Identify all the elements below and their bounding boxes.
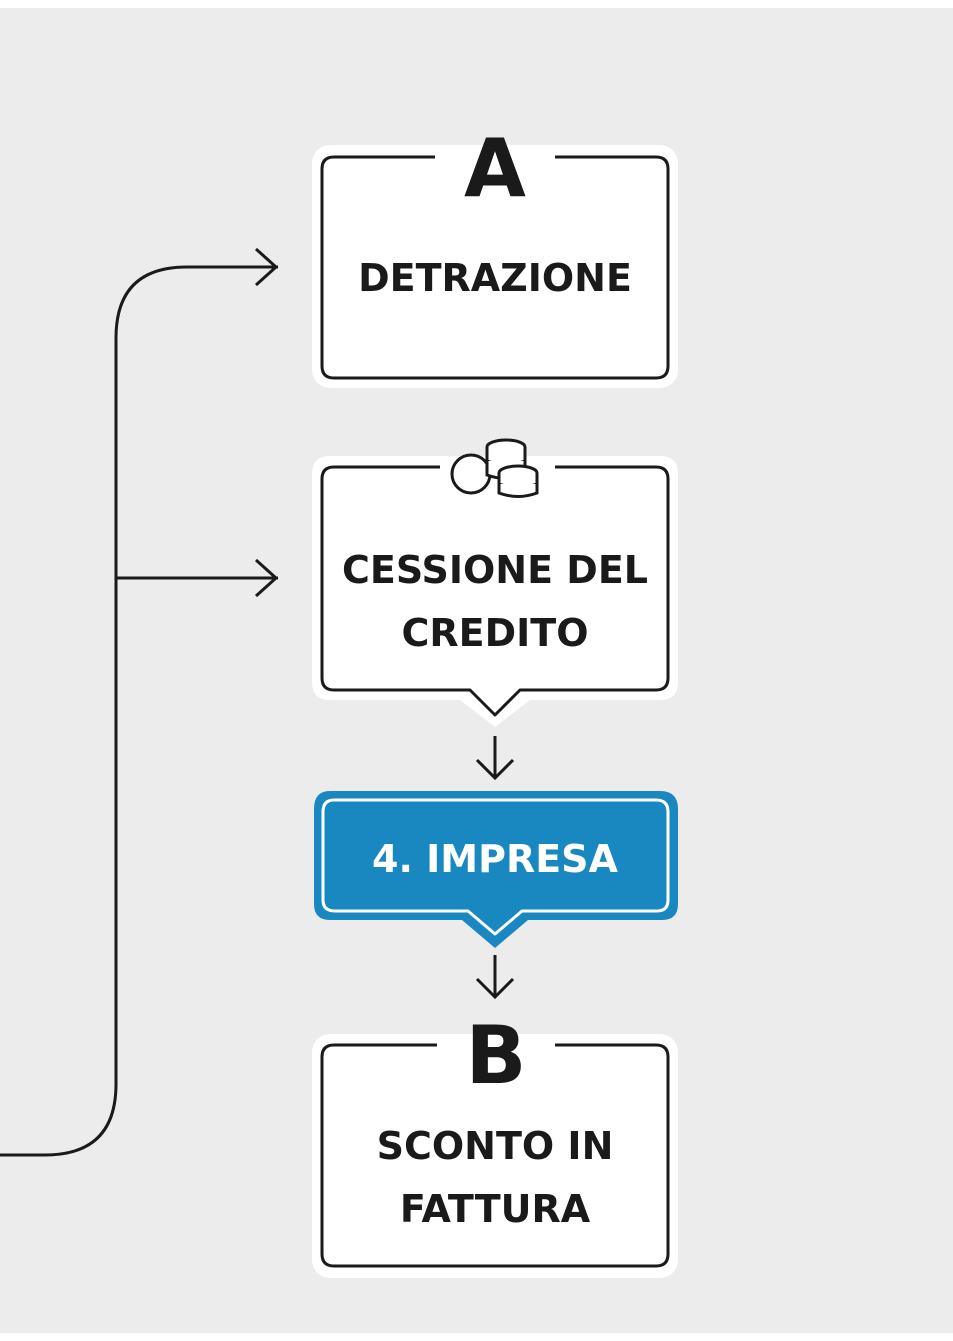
- node-sconto: B SCONTO IN FATTURA: [312, 1009, 678, 1278]
- coins-icon: [450, 438, 539, 498]
- node-sconto-label-line1: SCONTO IN: [377, 1124, 614, 1168]
- node-detrazione-label: DETRAZIONE: [358, 256, 632, 300]
- node-sconto-badge: B: [466, 1009, 527, 1102]
- node-cessione-label-line2: CREDITO: [401, 611, 588, 655]
- node-cessione-label-line1: CESSIONE DEL: [342, 548, 648, 592]
- arrowhead-to-cessione: [254, 558, 279, 598]
- node-impresa-label: 4. IMPRESA: [372, 837, 618, 881]
- node-detrazione-box: [320, 155, 670, 380]
- node-cessione-box: [320, 465, 670, 717]
- feedback-connector: [0, 265, 278, 1157]
- node-impresa-inner-border: [321, 798, 670, 936]
- arrowhead-to-sconto: [475, 977, 515, 1000]
- node-detrazione: A DETRAZIONE: [312, 122, 678, 388]
- node-detrazione-badge: A: [464, 122, 526, 215]
- arrowhead-to-impresa: [475, 758, 515, 781]
- node-impresa: 4. IMPRESA: [314, 791, 678, 948]
- node-sconto-box: [320, 1043, 670, 1268]
- node-cessione: CESSIONE DEL CREDITO: [312, 438, 678, 727]
- node-sconto-label-line2: FATTURA: [400, 1187, 591, 1231]
- arrowhead-to-detrazione: [254, 247, 279, 287]
